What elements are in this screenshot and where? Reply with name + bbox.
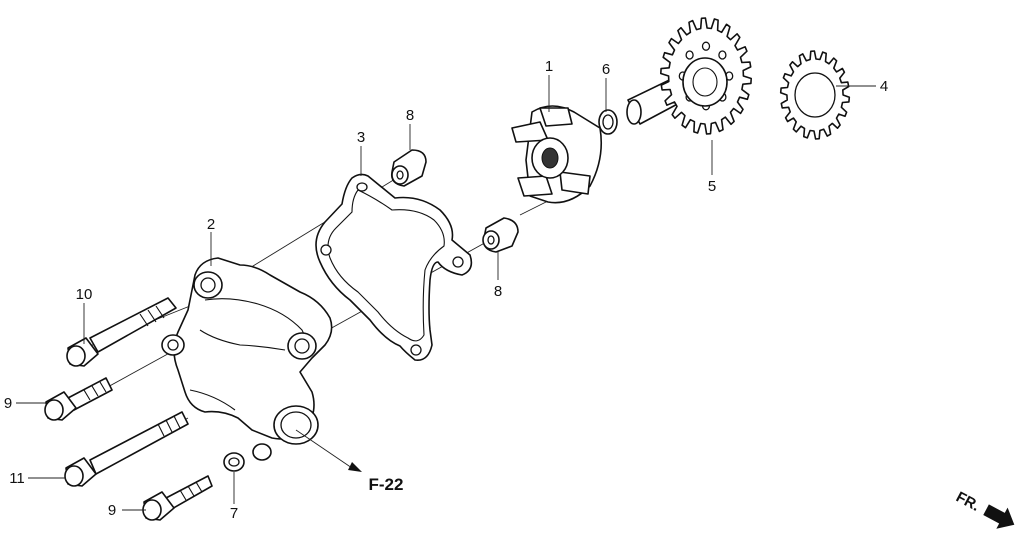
callout-8-lower: 8 xyxy=(494,283,502,300)
callout-11: 11 xyxy=(9,470,25,487)
bolt-10 xyxy=(66,297,177,367)
direction-arrow-icon xyxy=(983,504,1015,529)
callout-8-upper: 8 xyxy=(406,107,414,124)
front-direction-label: FR. xyxy=(953,489,982,515)
callout-9-upper: 9 xyxy=(4,395,12,412)
callout-7: 7 xyxy=(230,505,238,522)
pump-cover xyxy=(161,257,333,461)
bolt-9-lower xyxy=(142,475,213,521)
front-direction-indicator: FR. xyxy=(953,489,1015,529)
callout-9-lower: 9 xyxy=(108,502,116,519)
bolt-11 xyxy=(64,411,189,487)
gasket xyxy=(315,173,473,362)
reference-label: F-22 xyxy=(369,475,404,494)
washer-seal xyxy=(598,109,618,135)
callout-labels: 1 2 3 4 5 6 7 8 8 9 9 10 11 xyxy=(4,58,888,522)
drive-gear xyxy=(779,50,851,140)
callout-4: 4 xyxy=(880,78,888,95)
impeller xyxy=(511,105,603,204)
sealing-washer xyxy=(223,452,245,472)
callout-5: 5 xyxy=(708,178,716,195)
callout-3: 3 xyxy=(357,129,365,146)
callout-10: 10 xyxy=(76,286,93,303)
callout-1: 1 xyxy=(545,58,553,75)
dowel-pin-upper xyxy=(390,149,427,187)
callout-2: 2 xyxy=(207,216,215,233)
pump-shaft-gear xyxy=(626,17,752,135)
bolt-9-upper xyxy=(44,377,113,421)
dowel-pin-lower xyxy=(482,217,519,253)
leader-lines xyxy=(16,75,876,511)
callout-6: 6 xyxy=(602,61,610,78)
